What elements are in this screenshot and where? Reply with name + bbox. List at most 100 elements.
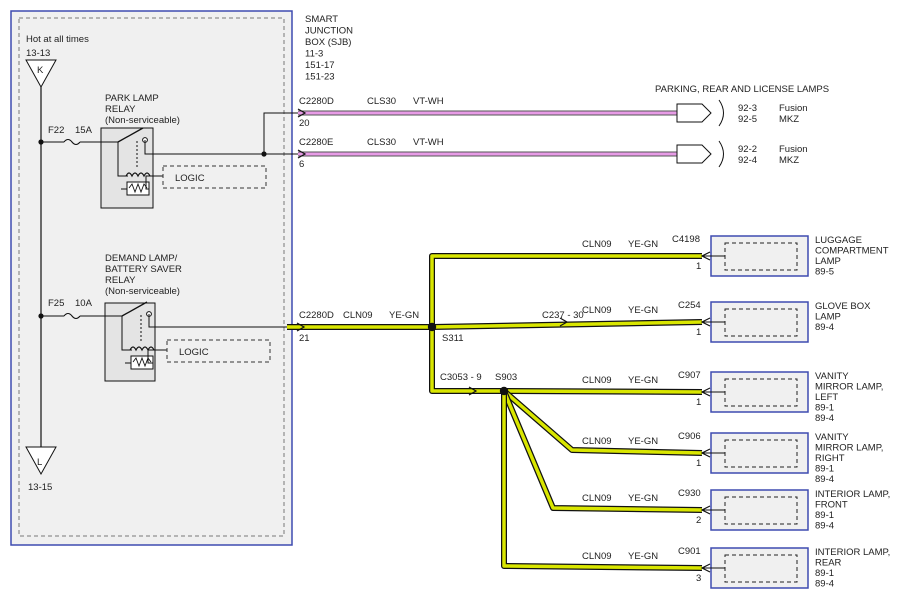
ye-gn-wire-interior-rear: [501, 391, 703, 571]
park-lamp-bracket: [718, 99, 724, 127]
relay2-output: [148, 314, 287, 328]
load-connector-id: C901: [678, 546, 701, 557]
relay2-fuse-id: F25: [48, 298, 64, 309]
load-circuit-id: CLN09: [582, 436, 612, 447]
park-ref-model: MKZ: [779, 114, 799, 125]
terminal-l-label: L: [37, 457, 42, 468]
relay2-coil-feed: [121, 316, 132, 351]
relay2-label-line: (Non-serviceable): [105, 286, 180, 297]
parking-lamps-title: PARKING, REAR AND LICENSE LAMPS: [655, 84, 829, 95]
load-name-line: 89-1: [815, 510, 834, 521]
relay2-fuse-symbol: [63, 312, 81, 320]
load-name-line: 89-5: [815, 267, 834, 278]
load-name-line: LAMP: [815, 312, 841, 323]
inline-arrow-c237: [559, 317, 569, 327]
relay2-logic-label: LOGIC: [179, 347, 209, 358]
load-name-line: 89-1: [815, 464, 834, 475]
ye-gn-wire-vanity-left: [503, 388, 703, 395]
demand-wire-color: YE-GN: [389, 310, 419, 321]
load-name-line: COMPARTMENT: [815, 246, 889, 257]
terminal-l-triangle: [25, 446, 57, 476]
load-wire-color: YE-GN: [628, 305, 658, 316]
relay1-label-line: RELAY: [105, 104, 136, 115]
park-wire-color: VT-WH: [413, 96, 444, 107]
load-name-line: 89-1: [815, 403, 834, 414]
ye-gn-wire-to-s903: [429, 327, 504, 394]
terminal-k-triangle: [25, 59, 57, 89]
inline-connector-c237: C237 - 30: [542, 310, 584, 321]
sjb-name-line: JUNCTION: [305, 26, 353, 37]
top-ref: 13-13: [26, 48, 50, 59]
park-pin: 6: [299, 159, 304, 170]
load-name-line: MIRROR LAMP,: [815, 382, 883, 393]
relay1-coil: [125, 172, 151, 178]
park-ref-model: Fusion: [779, 103, 808, 114]
load-circuit-id: CLN09: [582, 493, 612, 504]
load-name-line: RIGHT: [815, 453, 845, 464]
park-ref-page: 92-5: [738, 114, 757, 125]
park-connector-shape: [676, 144, 712, 164]
load-connector-id: C906: [678, 431, 701, 442]
load-name-line: 89-4: [815, 322, 834, 333]
park-branch-upper: [263, 112, 298, 154]
park-ref-model: MKZ: [779, 155, 799, 166]
splice-s903-dot: [499, 386, 509, 396]
load-wire-color: YE-GN: [628, 239, 658, 250]
park-wire-color: VT-WH: [413, 137, 444, 148]
splice-s311-dot: [427, 322, 437, 332]
sjb-name-line: SMART: [305, 14, 338, 25]
ye-gn-wire-luggage: [429, 253, 702, 327]
ye-gn-wire-interior-front: [501, 389, 703, 513]
load-name-line: MIRROR LAMP,: [815, 443, 883, 454]
load-wire-color: YE-GN: [628, 551, 658, 562]
inline-connector-c3053: C3053 - 9: [440, 372, 482, 383]
park-ref-page: 92-3: [738, 103, 757, 114]
load-connector-id: C254: [678, 300, 701, 311]
load-pin: 3: [696, 573, 701, 584]
load-circuit-id: CLN09: [582, 239, 612, 250]
relay1-fuse-symbol: [63, 138, 81, 146]
load-name-line: LUGGAGE: [815, 235, 862, 246]
park-connector-arrow-1: [297, 108, 307, 118]
sjb-name-line: 151-17: [305, 60, 335, 71]
sjb-name-line: 11-3: [305, 49, 323, 60]
load-name-line: INTERIOR LAMP,: [815, 547, 890, 558]
hot-label: Hot at all times: [26, 34, 89, 45]
park-ref-page: 92-2: [738, 144, 757, 155]
park-connector-id: C2280D: [299, 96, 334, 107]
relay1-label-line: PARK LAMP: [105, 93, 159, 104]
load-pin: 1: [696, 458, 701, 469]
sjb-name-line: 151-23: [305, 72, 335, 83]
load-name-line: 89-1: [815, 568, 834, 579]
relay2-label-line: DEMAND LAMP/: [105, 253, 178, 264]
load-name-line: 89-4: [815, 413, 834, 424]
relay1-fuse-id: F22: [48, 125, 64, 136]
splice-s903-label: S903: [495, 372, 517, 383]
park-lamp-bracket: [718, 140, 724, 168]
park-pin: 20: [299, 118, 310, 129]
load-wire-color: YE-GN: [628, 375, 658, 386]
load-wire-color: YE-GN: [628, 493, 658, 504]
bottom-ref: 13-15: [28, 482, 52, 493]
relay2-coil: [129, 346, 155, 352]
sjb-module-box: [10, 10, 293, 546]
load-name-line: VANITY: [815, 371, 849, 382]
ye-gn-wire-vanity-right: [502, 388, 703, 456]
relay2-fuse-rating: 10A: [75, 298, 93, 309]
load-name-line: REAR: [815, 558, 842, 569]
relay2-logic-box: [166, 339, 271, 363]
load-name-line: LAMP: [815, 256, 841, 267]
load-connector-id: C907: [678, 370, 701, 381]
load-name-line: LEFT: [815, 392, 838, 403]
demand-pin: 21: [299, 333, 310, 344]
load-pin: 2: [696, 515, 701, 526]
relay2-label-line: BATTERY SAVER: [105, 264, 182, 275]
load-name-line: FRONT: [815, 500, 848, 511]
relay1-switch-arm: [117, 127, 144, 143]
relay1-logic-box: [162, 165, 267, 189]
demand-connector-id: C2280D: [299, 310, 334, 321]
load-circuit-id: CLN09: [582, 305, 612, 316]
park-connector-id: C2280E: [299, 137, 333, 148]
park-ref-model: Fusion: [779, 144, 808, 155]
